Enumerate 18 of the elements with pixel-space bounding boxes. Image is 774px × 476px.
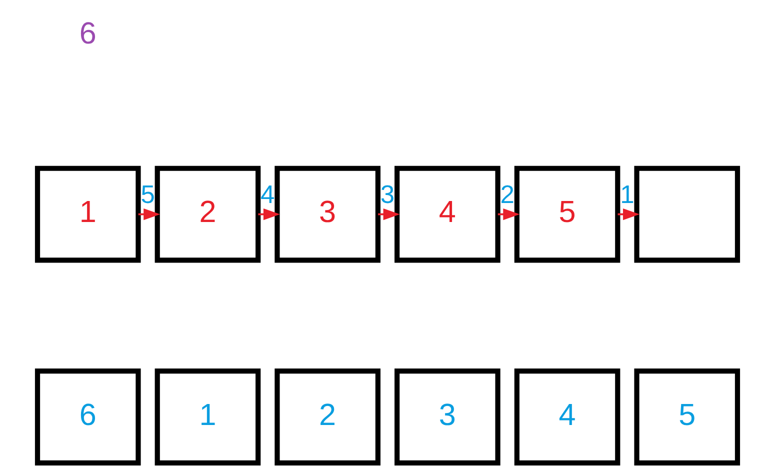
- node-box: 2: [154, 165, 260, 262]
- node-box: 1: [154, 368, 260, 465]
- label: 6: [78, 16, 96, 50]
- node-box: 6: [34, 368, 140, 465]
- node-box: 3: [394, 368, 500, 465]
- edge-label: 1: [620, 180, 634, 208]
- node-box: 2: [274, 368, 380, 465]
- edge-label: 2: [500, 180, 514, 208]
- node-box: 5: [634, 368, 740, 465]
- edge-label: 5: [140, 180, 154, 208]
- edge-label: 4: [260, 180, 274, 208]
- node-box: 3: [274, 165, 380, 262]
- node-box: 5: [514, 165, 620, 262]
- node-box: [634, 165, 740, 262]
- node-box: 1: [34, 165, 140, 262]
- node-box: 4: [394, 165, 500, 262]
- node-box: 4: [514, 368, 620, 465]
- edge-label: 3: [380, 180, 394, 208]
